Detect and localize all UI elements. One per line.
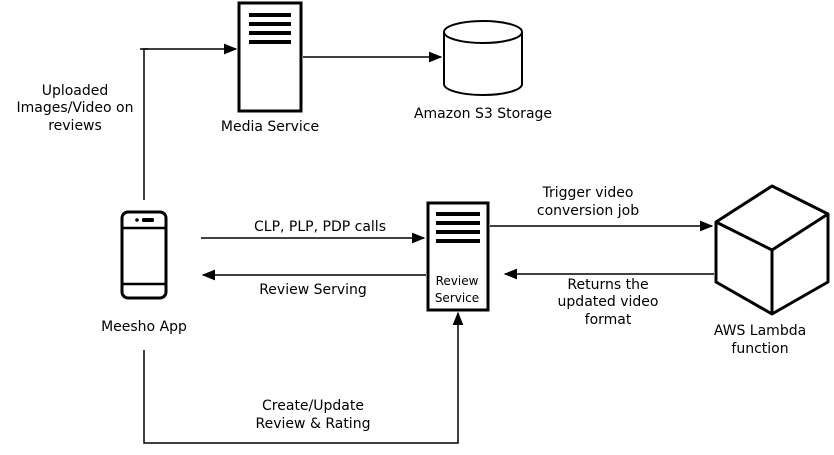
lambda-label-line1: AWS Lambda (714, 323, 806, 339)
returns-label-line3: format (585, 312, 632, 328)
create-label-line2: Review & Rating (256, 416, 371, 432)
trigger-label-line2: conversion job (537, 203, 639, 219)
review-service-label-line2: Service (435, 291, 479, 305)
create-update-arrow (143, 311, 464, 444)
upload-label-line1: Uploaded (42, 83, 109, 99)
meesho-app-label: Meesho App (101, 319, 187, 335)
mobile-phone-icon (120, 210, 168, 300)
upload-label-line2: Images/Video on (17, 100, 134, 116)
review-service-label-line1: Review (436, 274, 479, 288)
media-service-icon (237, 1, 303, 113)
returns-label-line1: Returns the (567, 277, 648, 293)
upload-label-line3: reviews (48, 118, 102, 134)
returns-label-line2: updated video (558, 294, 659, 310)
serving-label: Review Serving (259, 282, 367, 298)
create-label-line1: Create/Update (262, 398, 364, 414)
lambda-cube-icon (714, 184, 830, 316)
s3-storage-label: Amazon S3 Storage (414, 106, 552, 122)
media-service-label: Media Service (221, 119, 319, 135)
calls-label: CLP, PLP, PDP calls (254, 219, 386, 235)
lambda-label-line2: function (731, 341, 788, 357)
review-service-icon (426, 201, 490, 312)
database-cylinder-icon (443, 20, 523, 96)
trigger-label-line1: Trigger video (542, 185, 634, 201)
